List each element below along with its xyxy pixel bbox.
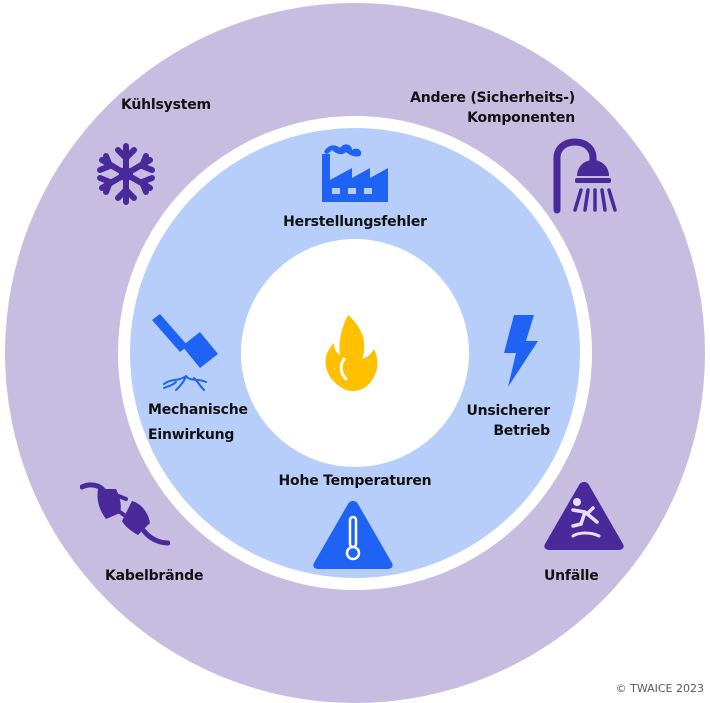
lightning-icon	[500, 313, 540, 389]
label-unsicherer-betrieb-line1: Unsicherer	[466, 403, 550, 419]
label-kuehlsystem: Kühlsystem	[121, 97, 211, 113]
label-hohe-temperaturen: Hohe Temperaturen	[278, 473, 432, 489]
label-unsicherer-betrieb-line2: Betrieb	[493, 423, 550, 439]
label-andere-komponenten-line1: Andere (Sicherheits-)	[410, 90, 575, 106]
thermometer-warning-icon	[311, 497, 395, 571]
label-herstellungsfehler: Herstellungsfehler	[283, 214, 427, 230]
label-andere-komponenten-line2: Komponenten	[467, 110, 575, 126]
label-mechanische-einwirkung-line1: Mechanische	[148, 402, 248, 418]
slip-warning-icon	[543, 480, 625, 552]
label-mechanische-einwirkung: Mechanische Einwirkung	[148, 400, 258, 445]
shower-icon	[551, 138, 621, 214]
label-mechanische-einwirkung-line2: Einwirkung	[148, 427, 235, 443]
copyright-notice: © TWAICE 2023	[615, 682, 704, 695]
label-andere-komponenten: Andere (Sicherheits-) Komponenten	[395, 88, 575, 128]
fire-icon	[322, 313, 380, 393]
label-kabelbraende: Kabelbrände	[105, 568, 204, 584]
label-unsicherer-betrieb: Unsicherer Betrieb	[440, 401, 550, 441]
snowflake-icon	[96, 142, 156, 206]
plug-icon	[80, 481, 170, 547]
label-unfaelle: Unfälle	[544, 568, 599, 584]
hammer-icon	[146, 312, 228, 392]
factory-icon	[318, 138, 390, 204]
